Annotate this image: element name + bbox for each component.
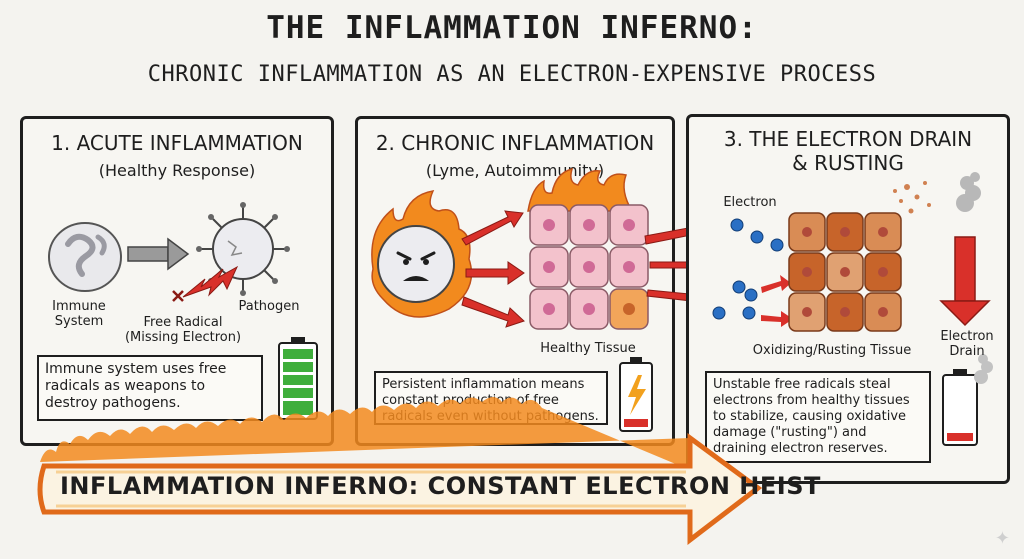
smoke-icon (956, 172, 981, 212)
panel-title: 3. THE ELECTRON DRAIN& RUSTING (723, 127, 973, 175)
flame-icon (527, 167, 634, 212)
free-radical-label: Free Radical(Missing Electron) (124, 315, 242, 345)
acute-illustration (48, 202, 290, 302)
panel-subtitle: (Healthy Response) (98, 161, 256, 180)
immune-cell-icon (48, 222, 122, 292)
free-radical-icon (172, 265, 239, 302)
page-title: THE INFLAMMATION INFERNO: (266, 10, 758, 46)
panel-chronic-inflammation: 2. CHRONIC INFLAMMATION (Lyme, Autoimmun… (355, 116, 675, 446)
empty-battery-icon (942, 354, 993, 446)
angry-immune-cell-icon (371, 190, 473, 318)
panel-title: 1. ACUTE INFLAMMATION (51, 131, 303, 155)
drain-illustration (712, 172, 993, 446)
acute-note: Immune system uses free radicals as weap… (37, 355, 263, 421)
tissue-cells-icon (529, 204, 649, 330)
attack-arrow-icon (127, 237, 190, 271)
electron-icon (712, 218, 784, 320)
steal-arrow-icon (761, 275, 793, 327)
chronic-illustration (371, 167, 649, 330)
page-subtitle: CHRONIC INFLAMMATION AS AN ELECTRON-EXPE… (147, 62, 877, 87)
electron-label: Electron (723, 195, 777, 210)
drain-note: Unstable free radicals steal electrons f… (705, 371, 931, 463)
pathogen-icon (196, 202, 290, 296)
panel-title: 2. CHRONIC INFLAMMATION (375, 131, 655, 155)
chronic-note: Persistent inflammation means constant p… (374, 371, 608, 425)
banner-text: INFLAMMATION INFERNO: CONSTANT ELECTRON … (60, 472, 821, 500)
healthy-tissue-label: Healthy Tissue (540, 341, 636, 356)
panel-acute-inflammation: 1. ACUTE INFLAMMATION (Healthy Response) (20, 116, 334, 446)
panel-electron-drain: 3. THE ELECTRON DRAIN& RUSTING Electron (686, 114, 1010, 484)
sparkle-icon: ✦ (994, 528, 1010, 549)
rusting-tissue-label: Oxidizing/Rusting Tissue (752, 343, 912, 358)
drain-arrow-icon (939, 236, 991, 327)
red-arrow-icon (461, 210, 525, 328)
pathogen-label: Pathogen (238, 299, 300, 314)
